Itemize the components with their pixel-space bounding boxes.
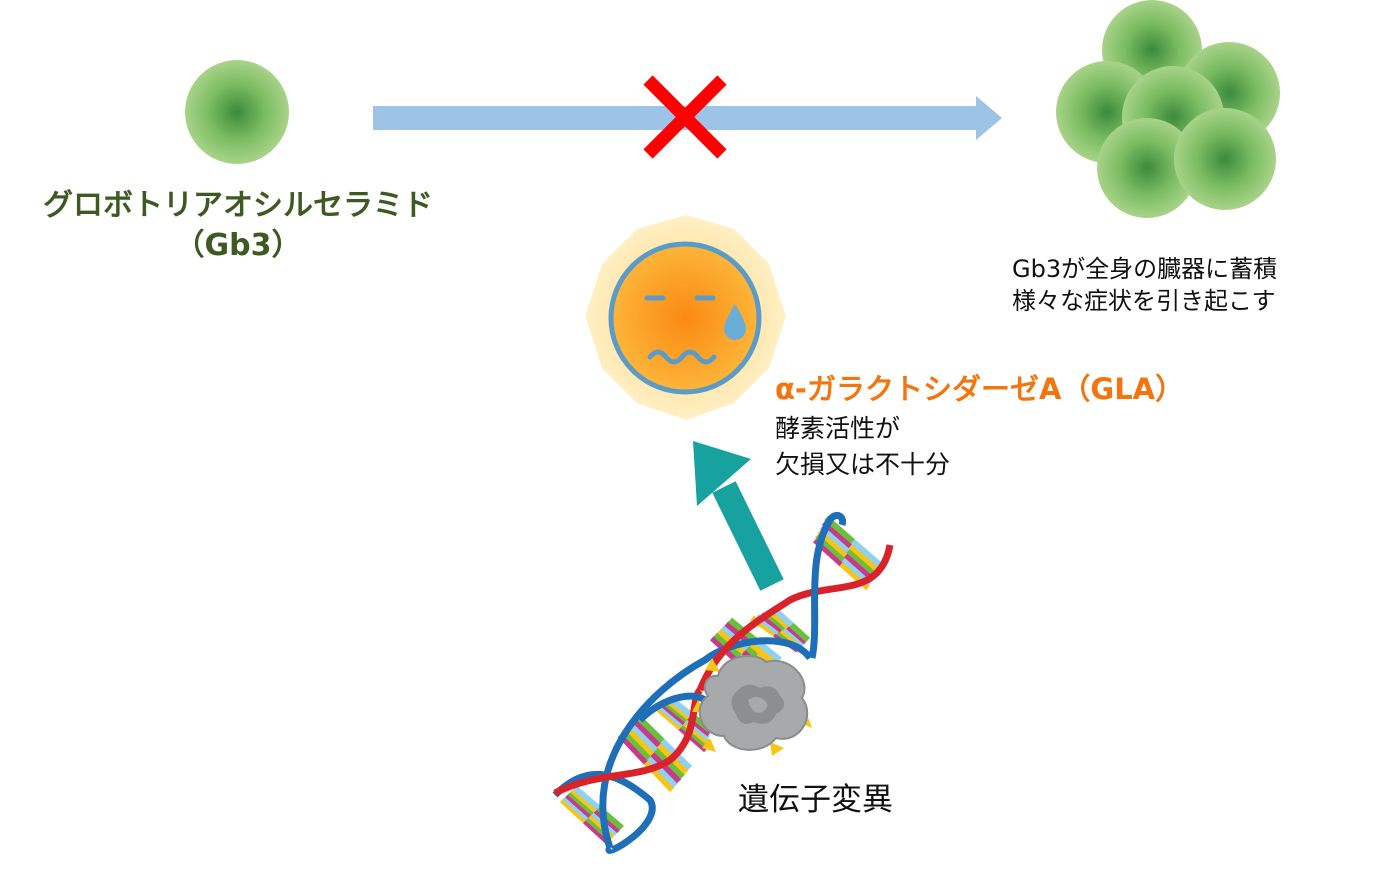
dna-rung (848, 543, 880, 572)
dna-rung (629, 716, 662, 748)
dna-rung (670, 697, 693, 718)
dna-rung (647, 756, 678, 788)
dna-rung (653, 703, 683, 731)
substrate-abbreviation: （Gb3） (174, 228, 302, 263)
dna-rung (851, 539, 882, 568)
green-cell-icon (185, 60, 289, 164)
dna-rung (772, 607, 794, 628)
substrate-name: グロボトリアオシルセラミド (43, 188, 433, 223)
accumulation-line-2: 様々な症状を引き起こす (1012, 287, 1276, 315)
dna-rung (562, 795, 590, 821)
dna-rung (565, 792, 593, 819)
dna-rung (666, 698, 691, 720)
sad-face-icon (585, 215, 786, 420)
accumulation-line-1: Gb3が全身の臓器に蓄積 (1012, 255, 1278, 283)
dna-rung (663, 700, 689, 723)
enzyme-name: α-ガラクトシダーゼA（GLA） (775, 372, 1185, 406)
dna-rung (626, 720, 659, 752)
dna-rung (846, 548, 878, 577)
cell-cluster-icon (1056, 0, 1280, 218)
damage-cloud-icon (692, 648, 812, 756)
dna-rung (656, 702, 685, 728)
enzyme-line-1: 酵素活性が (775, 414, 901, 443)
enzyme-line-2: 欠損又は不十分 (775, 450, 951, 479)
mutation-label: 遺伝子変異 (738, 782, 893, 818)
dna-rung (659, 701, 687, 726)
dna-rung (789, 622, 811, 643)
dna-rung (678, 725, 708, 753)
dna-rung (570, 788, 598, 813)
dna-rung (573, 785, 601, 811)
teal-arrow (693, 441, 784, 591)
dna-rung (844, 552, 875, 582)
dna-rung (567, 790, 596, 816)
dna-rung (559, 797, 588, 824)
red-x-icon (643, 75, 727, 159)
dna-rung (650, 751, 682, 784)
